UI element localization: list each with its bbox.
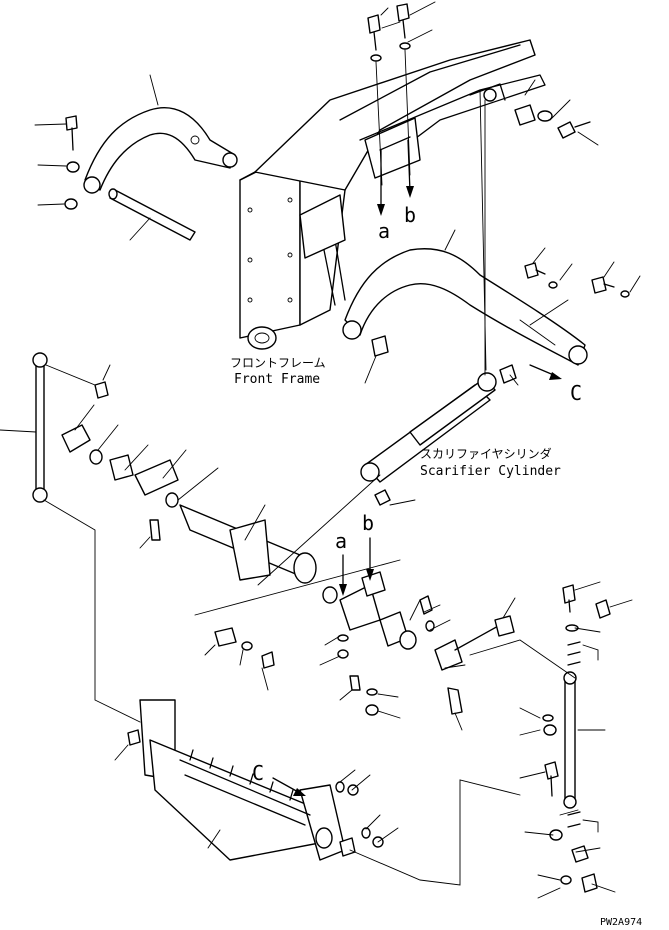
right-arm — [342, 248, 588, 366]
front-frame-label-en: Front Frame — [234, 372, 320, 387]
ref-a-mid: a — [335, 529, 347, 553]
ref-b-mid: b — [362, 511, 374, 535]
left-shaft-assembly — [61, 381, 338, 669]
ref-b-top: b — [404, 203, 416, 227]
right-link-rod — [542, 584, 611, 893]
ref-c-top: C — [570, 381, 582, 405]
left-arm — [83, 106, 238, 194]
center-bracket-assembly — [337, 571, 515, 716]
left-fasteners — [64, 115, 80, 210]
scarifier-label-en: Scarifier Cylinder — [420, 464, 561, 479]
front-frame-label-jp: フロントフレーム — [230, 356, 326, 370]
ref-a-top: a — [378, 219, 390, 243]
leader-lines — [0, 1, 641, 899]
left-link-rod — [32, 352, 48, 503]
upper-right-fasteners — [514, 104, 630, 298]
reference-arrows — [272, 139, 562, 796]
front-frame — [239, 39, 546, 350]
scarifier-label-jp: スカリファイヤシリンダ — [420, 446, 552, 461]
connection-lines — [43, 89, 599, 886]
scarifier-cylinder — [360, 99, 517, 506]
drawing-code: PW2A974 — [600, 917, 642, 928]
scarifier-frame — [127, 699, 384, 861]
right-bushing — [371, 335, 389, 357]
long-pin — [108, 188, 196, 241]
ref-c-bottom: C — [252, 761, 264, 785]
